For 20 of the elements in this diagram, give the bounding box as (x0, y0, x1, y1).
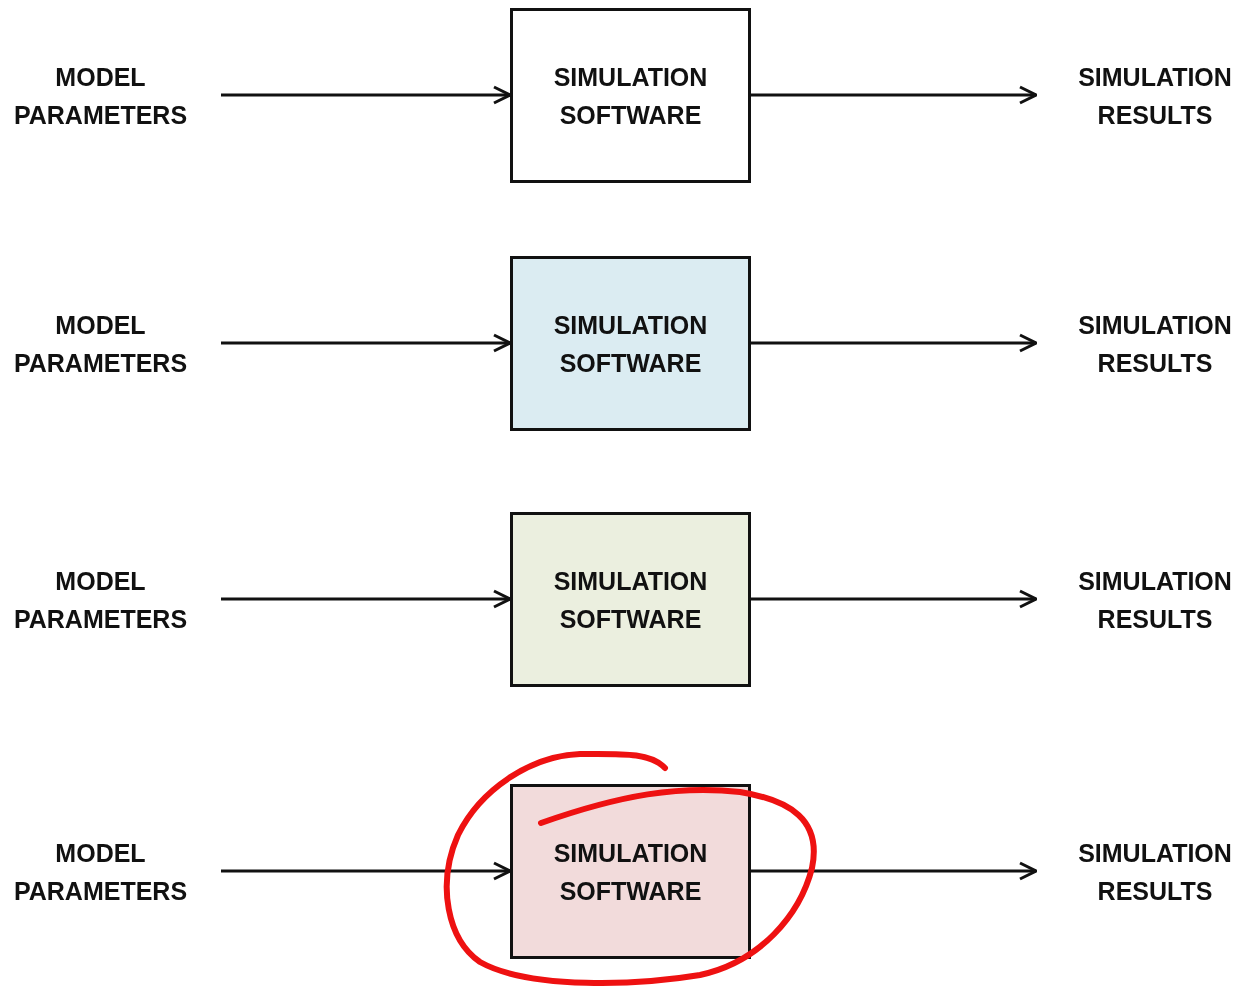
flow-label: MODEL PARAMETERS (12, 61, 189, 131)
process-box: SIMULATION SOFTWARE (510, 8, 751, 183)
process-box: SIMULATION SOFTWARE (510, 512, 751, 687)
arrow (751, 85, 1038, 105)
arrow (751, 861, 1038, 881)
arrow (751, 333, 1038, 353)
flow-label: SIMULATION RESULTS (1077, 565, 1233, 635)
arrow (221, 589, 512, 609)
flow-label: SIMULATION RESULTS (1077, 61, 1233, 131)
arrow (751, 589, 1038, 609)
arrow (221, 861, 512, 881)
process-box: SIMULATION SOFTWARE (510, 784, 751, 959)
flow-label: SIMULATION RESULTS (1077, 309, 1233, 379)
flow-label: MODEL PARAMETERS (12, 837, 189, 907)
arrow (221, 85, 512, 105)
process-box: SIMULATION SOFTWARE (510, 256, 751, 431)
flow-label: SIMULATION RESULTS (1077, 837, 1233, 907)
arrow (221, 333, 512, 353)
flow-label: MODEL PARAMETERS (12, 309, 189, 379)
flow-label: MODEL PARAMETERS (12, 565, 189, 635)
